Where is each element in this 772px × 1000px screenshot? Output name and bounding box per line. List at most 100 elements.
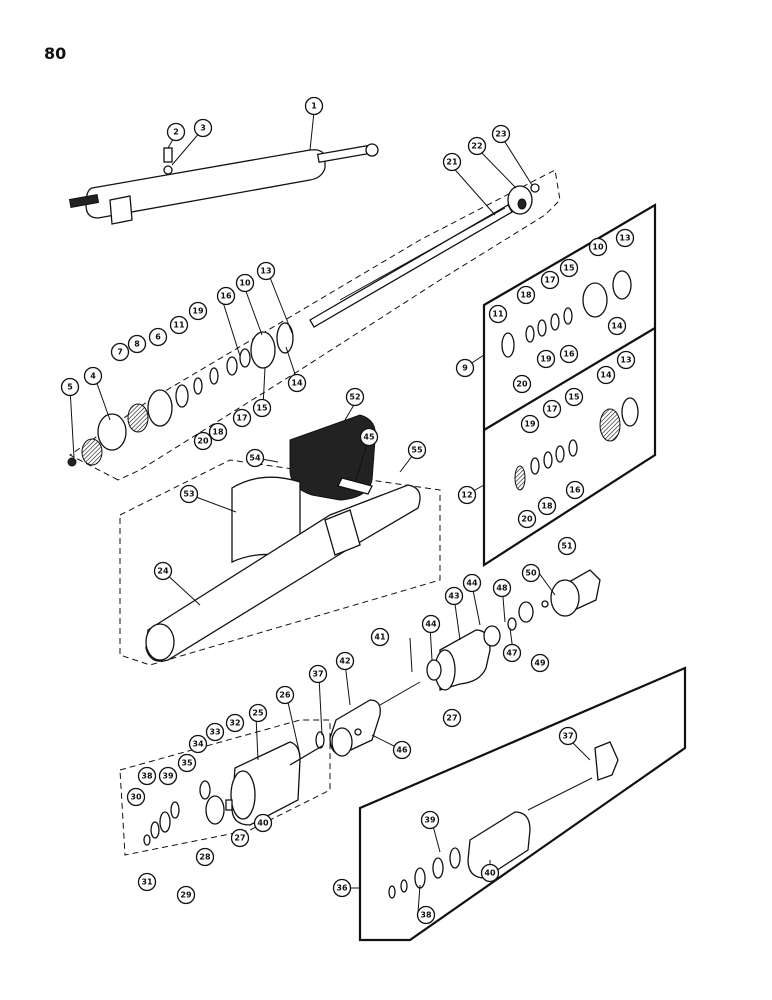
callout-label: 15 [568,393,580,402]
callout-52: 52 [345,387,365,407]
callout-38: 38 [137,766,157,786]
callout-label: 33 [209,728,220,737]
callout-15: 15 [564,387,584,407]
callout-label: 54 [249,454,261,463]
kit-box-36 [358,666,687,942]
callout-label: 24 [157,567,169,576]
callout-label: 44 [425,620,437,629]
callout-31: 31 [137,872,157,892]
group-outline-upper [69,169,561,481]
callout-label: 38 [141,772,153,781]
callout-18: 18 [208,422,228,442]
callout-label: 11 [492,310,504,319]
callout-label: 31 [141,878,153,887]
callout-label: 29 [180,891,192,900]
callout-label: 15 [563,264,575,273]
valve-small-parts [143,780,233,846]
callout-label: 37 [562,732,573,741]
callout-13: 13 [256,261,276,281]
kit-box-9-12 [482,203,657,568]
callout-label: 6 [155,333,161,342]
callout-38: 38 [416,905,436,925]
callout-40: 40 [480,863,500,883]
callout-label: 47 [506,649,517,658]
callout-54: 54 [245,448,265,468]
callout-37: 37 [558,726,578,746]
callout-17: 17 [540,270,560,290]
callout-label: 21 [446,158,458,167]
callout-label: 13 [619,234,630,243]
callout-16: 16 [216,286,236,306]
callout-42: 42 [335,651,355,671]
callout-label: 52 [349,393,360,402]
group-outline-24 [119,459,441,666]
seal-stack-upper [67,322,294,467]
callout-17: 17 [232,408,252,428]
callout-label: 34 [192,740,204,749]
callout-label: 39 [162,772,174,781]
callout-label: 38 [420,911,432,920]
callout-17: 17 [542,399,562,419]
callout-2: 2 [166,122,186,142]
callout-label: 44 [466,579,478,588]
callout-10: 10 [235,273,255,293]
callout-label: 55 [411,446,423,455]
callout-27: 27 [442,708,462,728]
callout-32: 32 [225,713,245,733]
callout-label: 14 [291,379,303,388]
callout-label: 12 [461,491,472,500]
callout-16: 16 [565,480,585,500]
piston-rod-21 [309,204,513,328]
callout-10: 10 [588,237,608,257]
callout-label: 42 [339,657,350,666]
kit-12-contents [514,397,639,491]
callout-label: 23 [495,130,506,139]
callout-label: 32 [229,719,240,728]
callout-label: 19 [192,307,204,316]
callout-19: 19 [188,301,208,321]
callout-48: 48 [492,578,512,598]
callout-50: 50 [521,563,541,583]
callout-26: 26 [275,685,295,705]
callout-label: 11 [173,321,185,330]
callout-24: 24 [153,561,173,581]
callout-34: 34 [188,734,208,754]
callout-label: 14 [600,371,612,380]
callout-label: 26 [279,691,291,700]
callout-label: 49 [534,659,546,668]
callout-label: 27 [446,714,457,723]
callout-label: 51 [561,542,573,551]
callout-46: 46 [392,740,412,760]
callout-14: 14 [596,365,616,385]
callout-label: 16 [220,292,232,301]
callout-label: 3 [200,124,206,133]
callout-label: 9 [462,364,468,373]
callout-33: 33 [205,722,225,742]
callout-14: 14 [607,316,627,336]
callout-14: 14 [287,373,307,393]
callout-37: 37 [308,664,328,684]
group-outline-valve [119,719,331,856]
callout-label: 18 [212,428,224,437]
callout-3: 3 [193,118,213,138]
kit-box-divider [483,327,656,431]
callout-51: 51 [557,536,577,556]
callout-label: 8 [134,340,140,349]
callout-44: 44 [462,573,482,593]
callout-18: 18 [537,496,557,516]
callout-9: 9 [455,358,475,378]
callout-label: 35 [181,759,193,768]
callout-label: 28 [199,853,211,862]
callout-label: 15 [256,404,268,413]
callout-label: 18 [541,502,553,511]
callout-22: 22 [467,136,487,156]
callout-25: 25 [248,703,268,723]
callout-15: 15 [559,258,579,278]
callout-49: 49 [530,653,550,673]
callout-20: 20 [517,509,537,529]
callout-45: 45 [359,427,379,447]
callout-4: 4 [83,366,103,386]
callout-label: 46 [396,746,408,755]
callout-20: 20 [512,374,532,394]
